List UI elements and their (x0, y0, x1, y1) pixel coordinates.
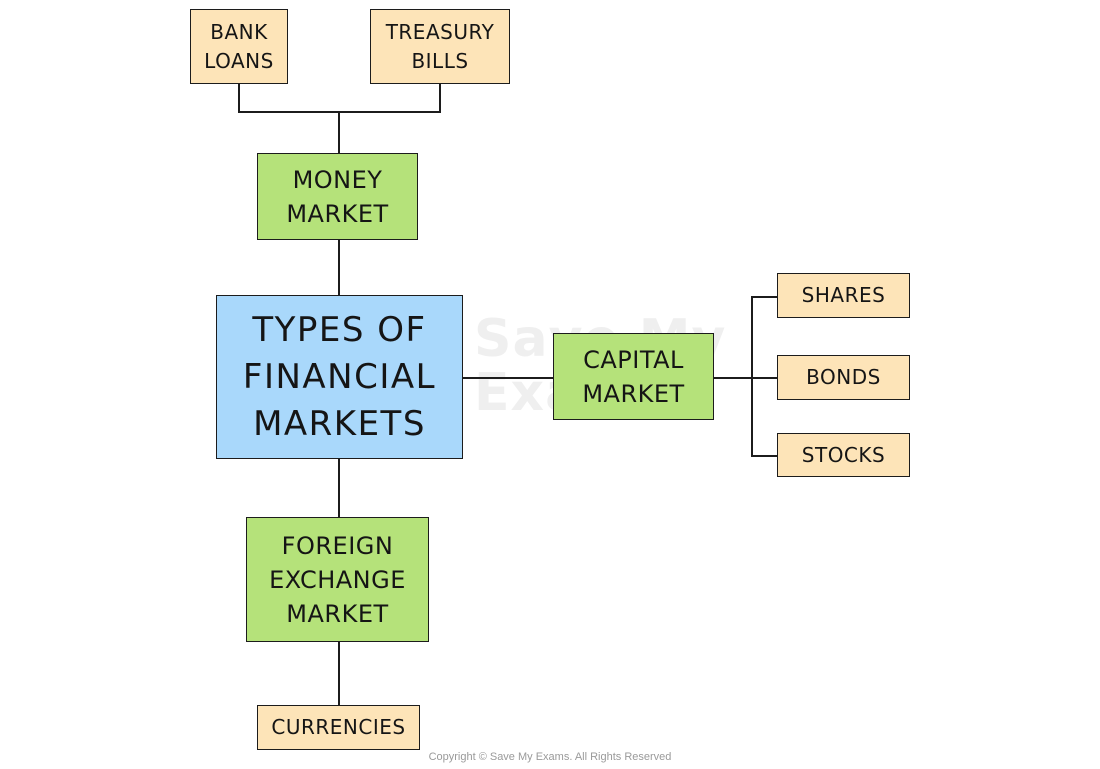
connector-center-to-capital (462, 377, 554, 379)
capital-market-box: CAPITAL MARKET (553, 333, 714, 420)
connector-money-market-up (338, 111, 340, 153)
copyright-text: Copyright © Save My Exams. All Rights Re… (428, 751, 672, 763)
connector-capital-out (713, 377, 752, 379)
connector-to-bonds (751, 377, 778, 379)
connector-treasury-bills-down (439, 83, 441, 112)
connector-to-shares (751, 296, 778, 298)
stocks-box: STOCKS (777, 433, 910, 477)
foreign-exchange-market-box: FOREIGN EXCHANGE MARKET (246, 517, 429, 642)
currencies-box: CURRENCIES (257, 705, 420, 750)
connector-center-to-forex (338, 458, 340, 518)
bonds-box: BONDS (777, 355, 910, 400)
treasury-bills-box: TREASURY BILLS (370, 9, 510, 84)
bank-loans-box: BANK LOANS (190, 9, 288, 84)
connector-money-to-center (338, 239, 340, 296)
connector-bank-loans-down (238, 83, 240, 112)
connector-to-stocks (751, 455, 778, 457)
connector-capital-bracket (751, 296, 753, 456)
center-box-types-of-financial-markets: TYPES OF FINANCIAL MARKETS (216, 295, 463, 459)
money-market-box: MONEY MARKET (257, 153, 418, 240)
connector-money-bracket (238, 111, 441, 113)
connector-forex-to-currencies (338, 641, 340, 706)
shares-box: SHARES (777, 273, 910, 318)
